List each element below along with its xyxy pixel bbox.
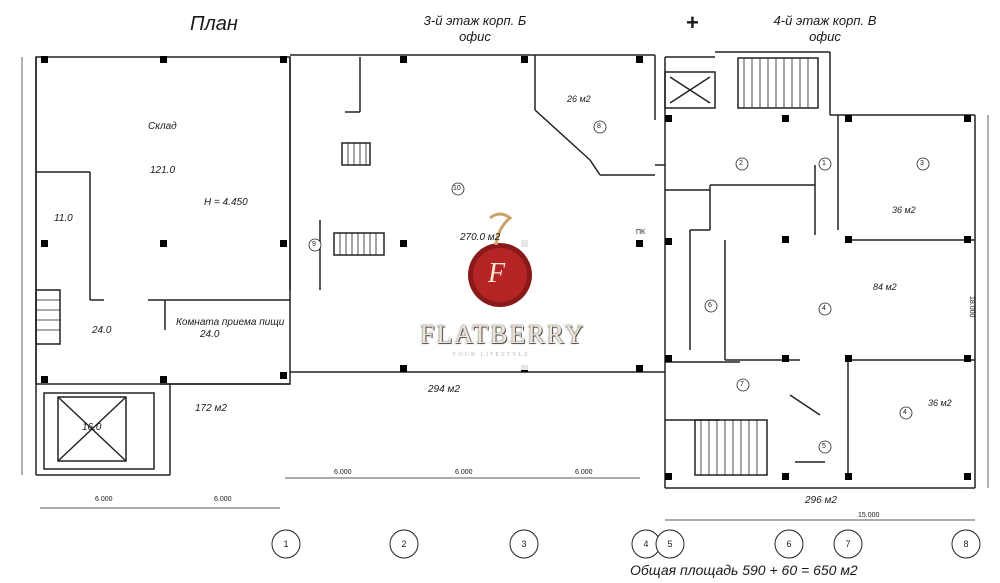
lift-shaft-right xyxy=(664,71,716,109)
room-number: 1 xyxy=(822,160,826,167)
floor3-subheading: офис xyxy=(459,29,491,44)
room-number: 5 xyxy=(822,443,826,450)
stair-treads xyxy=(36,58,809,475)
walls xyxy=(21,51,989,521)
room-84: 84 м2 xyxy=(873,282,897,292)
room-16: 16.0 xyxy=(82,422,102,433)
room-sklad: Склад xyxy=(148,121,177,132)
axis-2: 2 xyxy=(401,539,407,549)
logo-swirl xyxy=(489,212,513,246)
room-number: 6 xyxy=(708,302,712,309)
axis-circles xyxy=(271,529,981,559)
floor4-heading: 4-й этаж корп. В xyxy=(773,13,877,28)
axis-1: 1 xyxy=(283,539,289,549)
room8-diagonal xyxy=(534,109,591,161)
room-number: 2 xyxy=(739,160,743,167)
axis-8: 8 xyxy=(963,539,969,549)
watermark-letter: F xyxy=(488,258,506,289)
central-stairs xyxy=(333,232,385,256)
axis-6: 6 xyxy=(786,539,792,549)
room-number: 4 xyxy=(903,409,907,416)
elevator-box xyxy=(43,392,155,470)
sklad-outer-wall xyxy=(35,56,291,385)
dimension-right-height: 18.000 xyxy=(968,296,975,318)
room-number: 7 xyxy=(740,381,744,388)
room-36b: 36 м2 xyxy=(928,398,952,408)
watermark-logo xyxy=(415,210,587,370)
elevator-shaft xyxy=(57,396,127,462)
axis-3: 3 xyxy=(521,539,527,549)
right-stairs-top xyxy=(737,57,819,109)
axis-4: 4 xyxy=(643,539,649,549)
column-markers xyxy=(41,56,971,480)
room-24a: 24.0 xyxy=(92,325,112,336)
plus-sign: + xyxy=(686,10,699,35)
ceiling-height: H = 4.450 xyxy=(204,197,248,208)
plan-title: План xyxy=(190,13,238,35)
room-sklad-area: 121.0 xyxy=(150,165,176,176)
watermark-subtitle: YOUR LIFESTYLE xyxy=(452,352,530,358)
room-294: 294 м2 xyxy=(428,384,460,395)
axis-5: 5 xyxy=(667,539,673,549)
room-komnata: Комната приема пищи xyxy=(176,317,285,328)
room8-wall xyxy=(589,159,601,176)
room-number: 3 xyxy=(920,160,924,167)
elevator-cross xyxy=(57,396,127,462)
dimension-mid-1: 6.000 xyxy=(334,469,352,476)
room-number: 8 xyxy=(597,123,601,130)
room-pk: ПК xyxy=(636,229,646,236)
dimension-mid-2: 6.000 xyxy=(455,469,473,476)
room-270: 270.0 м2 xyxy=(460,232,501,243)
total-area: Общая площадь 590 + 60 = 650 м2 xyxy=(630,562,858,578)
room5-diagonal xyxy=(789,394,821,416)
right-stairs-bottom xyxy=(694,419,768,476)
room-172: 172 м2 xyxy=(195,403,227,414)
upper-stairs xyxy=(341,142,371,166)
dimension-left-1: 6.000 xyxy=(95,496,113,503)
floor4-subheading: офис xyxy=(809,29,841,44)
room-36a: 36 м2 xyxy=(892,205,916,215)
room-number-circles xyxy=(308,120,930,454)
watermark-name: FLATBERRY xyxy=(420,320,586,349)
room-11: 11.0 xyxy=(54,213,73,224)
dimension-left-2: 6.000 xyxy=(214,496,232,503)
room-26: 26 м2 xyxy=(567,94,591,104)
room-number: 4 xyxy=(822,305,826,312)
dimension-right-width: 15.000 xyxy=(858,512,880,519)
room-number: 9 xyxy=(312,241,316,248)
lift-cross xyxy=(669,76,711,104)
dimension-mid-3: 6.000 xyxy=(575,469,593,476)
room-296: 296 м2 xyxy=(805,495,837,506)
floor3-heading: 3-й этаж корп. Б xyxy=(423,13,527,28)
left-stairs xyxy=(35,289,61,345)
room-komnata-area: 24.0 xyxy=(200,329,220,340)
room-number: 10 xyxy=(453,185,461,192)
axis-7: 7 xyxy=(845,539,851,549)
